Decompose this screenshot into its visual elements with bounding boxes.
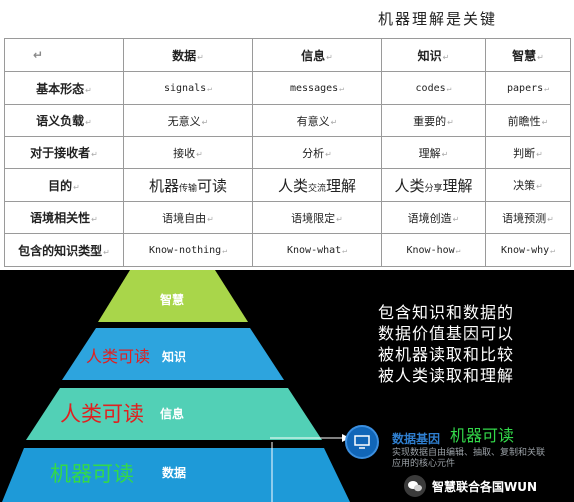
table-row: 语义负载↵ 无意义↵ 有意义↵ 重要的↵ 前瞻性↵ (4, 104, 571, 137)
dikw-pyramid-panel: 智慧 知识 信息 数据 人类可读 人类可读 机器可读 包含知识和数据的 数据价值… (0, 270, 574, 502)
gene-machine-readable: 机器可读 (450, 426, 515, 445)
table-cell: Know-why↵ (485, 233, 571, 267)
table-cell: 判断↵ (485, 136, 571, 169)
layer-label-information: 信息 (160, 407, 185, 421)
table-cell: 重要的↵ (381, 104, 486, 137)
table-row: 包含的知识类型↵ Know-nothing↵ Know-what↵ Know-h… (4, 233, 571, 267)
layer-label-knowledge: 知识 (162, 350, 187, 364)
wechat-icon (404, 475, 426, 497)
dikw-comparison-table: ↵ 数据↵ 信息↵ 知识↵ 智慧↵ 基本形态↵ signals↵ message… (4, 38, 571, 267)
layer-label-data: 数据 (162, 466, 187, 480)
row-label: 基本形态↵ (4, 71, 124, 105)
row-label: 语义负载↵ (4, 104, 124, 137)
table-cell: 语境预测↵ (485, 201, 571, 234)
table-cell: 语境限定↵ (252, 201, 382, 234)
page-title: 机器理解是关键 (378, 10, 498, 28)
gene-description: 应用的核心元件 (392, 459, 456, 469)
table-cell: 分析↵ (252, 136, 382, 169)
column-header: 智慧↵ (485, 38, 571, 72)
table-cell: 机器传输可读 (123, 168, 253, 202)
table-row: 对于接收者↵ 接收↵ 分析↵ 理解↵ 判断↵ (4, 136, 571, 169)
table-cell: papers↵ (485, 71, 571, 105)
table-row: 基本形态↵ signals↵ messages↵ codes↵ papers↵ (4, 71, 571, 105)
row-label: 包含的知识类型↵ (4, 233, 124, 267)
gene-title: 数据基因 (392, 432, 441, 446)
annotation-human-readable: 人类可读 (86, 347, 151, 366)
table-cell: 无意义↵ (123, 104, 253, 137)
pyramid-layer-data (2, 448, 350, 502)
table-row: 语境相关性↵ 语境自由↵ 语境限定↵ 语境创造↵ 语境预测↵ (4, 201, 571, 234)
pyramid-layer-wisdom (98, 270, 248, 322)
table-cell: messages↵ (252, 71, 382, 105)
table-cell: Know-what↵ (252, 233, 382, 267)
table-cell: 语境自由↵ (123, 201, 253, 234)
quote-line: 数据价值基因可以 (378, 324, 515, 343)
annotation-human-readable: 人类可读 (60, 402, 144, 426)
table-cell: Know-how↵ (381, 233, 486, 267)
quote-line: 被机器读取和比较 (378, 345, 515, 364)
column-header: 知识↵ (381, 38, 486, 72)
quote-line: 被人类读取和理解 (378, 366, 515, 385)
table-corner-cell: ↵ (4, 38, 124, 72)
pyramid-layer-knowledge (62, 328, 284, 380)
quote-line: 包含知识和数据的 (378, 303, 515, 322)
table-cell: 语境创造↵ (381, 201, 486, 234)
table-cell: 理解↵ (381, 136, 486, 169)
table-header-row: ↵ 数据↵ 信息↵ 知识↵ 智慧↵ (4, 38, 571, 72)
brand-name: 智慧联合各国WUN (432, 480, 538, 494)
gene-description: 实现数据自由编辑、抽取、复制和关联 (392, 448, 546, 458)
table-cell: signals↵ (123, 71, 253, 105)
layer-label-wisdom: 智慧 (160, 293, 185, 307)
table-cell: 决策↵ (485, 168, 571, 202)
row-label: 对于接收者↵ (4, 136, 124, 169)
monitor-icon (345, 425, 379, 459)
row-label: 语境相关性↵ (4, 201, 124, 234)
column-header: 数据↵ (123, 38, 253, 72)
table-cell: Know-nothing↵ (123, 233, 253, 267)
table-cell: 接收↵ (123, 136, 253, 169)
annotation-machine-readable: 机器可读 (50, 462, 134, 486)
pyramid-graphic (2, 270, 350, 502)
table-cell: codes↵ (381, 71, 486, 105)
table-row: 目的↵ 机器传输可读 人类交流理解 人类分享理解 决策↵ (4, 168, 571, 202)
column-header: 信息↵ (252, 38, 382, 72)
row-label: 目的↵ (4, 168, 124, 202)
table-cell: 前瞻性↵ (485, 104, 571, 137)
table-cell: 有意义↵ (252, 104, 382, 137)
table-cell: 人类交流理解 (252, 168, 382, 202)
table-cell: 人类分享理解 (381, 168, 486, 202)
pyramid-layer-information (26, 388, 322, 440)
